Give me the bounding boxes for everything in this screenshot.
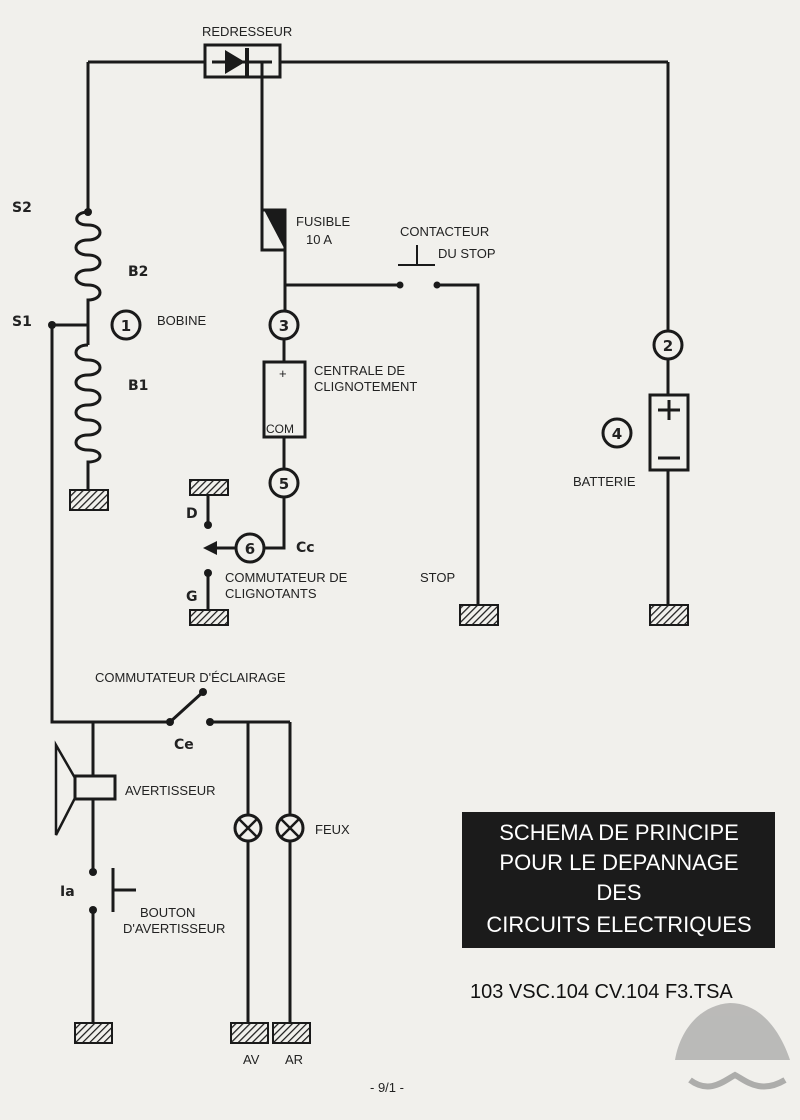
component-number-6: 6 [245,540,255,558]
label-feux: FEUX [315,822,350,837]
label-contacteur: CONTACTEUR [400,224,489,239]
lamp-icon [233,813,263,843]
label-bobine: BOBINE [157,313,206,328]
title-line-3: DES [596,880,641,905]
model-list: 103 VSC.104 CV.104 F3.TSA [470,981,733,1003]
label-ar: AR [285,1052,303,1067]
lighting-switch [166,688,292,1025]
label-centrale-1: CENTRALE DE [314,363,405,378]
label-av: AV [243,1052,260,1067]
watermark-logo [675,1003,790,1090]
ground-av [230,1022,269,1044]
label-b2: B2 [128,264,148,280]
battery [648,62,690,626]
label-s2: S2 [12,200,32,216]
title-line-4: CIRCUITS ELECTRIQUES [486,912,751,937]
stop-switch [396,245,499,626]
label-redresseur: REDRESSEUR [202,24,292,39]
label-bouton-2: D'AVERTISSEUR [123,921,225,936]
label-du-stop: DU STOP [438,246,496,261]
component-number-circle [601,417,633,449]
lamp-icon [275,813,305,843]
label-ce: Ce [174,737,194,753]
label-com: COM [266,422,294,436]
ground-ar [272,1022,311,1044]
label-fusible: FUSIBLE [296,214,351,229]
label-fusible-rating: 10 A [306,232,332,247]
component-number-4: 4 [612,425,622,443]
label-commutateur-clign-2: CLIGNOTANTS [225,586,317,601]
label-g: G [186,589,198,605]
fuse [260,62,287,310]
component-number-circle [110,309,142,341]
rectifier-diode [88,43,668,79]
component-number-1: 1 [121,317,131,335]
label-plus: + [279,366,287,381]
title-box [462,812,775,948]
label-avertisseur: AVERTISSEUR [125,783,216,798]
label-centrale-2: CLIGNOTEMENT [314,379,417,394]
label-batterie: BATTERIE [573,474,636,489]
component-number-3: 3 [279,317,289,335]
page-number: - 9/1 - [370,1080,404,1095]
coil-bobine [48,62,170,724]
label-commutateur-clign-1: COMMUTATEUR DE [225,570,348,585]
label-s1: S1 [12,314,32,330]
turn-signal-contacts [189,479,229,626]
label-d: D [186,506,198,522]
switch-arrow-icon [203,541,217,555]
label-commutateur-eclairage: COMMUTATEUR D'ÉCLAIRAGE [95,670,286,685]
component-number-5: 5 [279,475,289,493]
horn-button [74,868,136,1044]
horn-icon [54,722,117,872]
label-b1: B1 [128,378,148,394]
label-stop: STOP [420,570,455,585]
label-ia: Ia [60,884,75,900]
label-bouton-1: BOUTON [140,905,195,920]
title-line-1: SCHEMA DE PRINCIPE [499,820,739,845]
title-line-2: POUR LE DEPANNAGE [499,850,738,875]
component-number-2: 2 [663,337,673,355]
label-cc: Cc [296,540,315,556]
